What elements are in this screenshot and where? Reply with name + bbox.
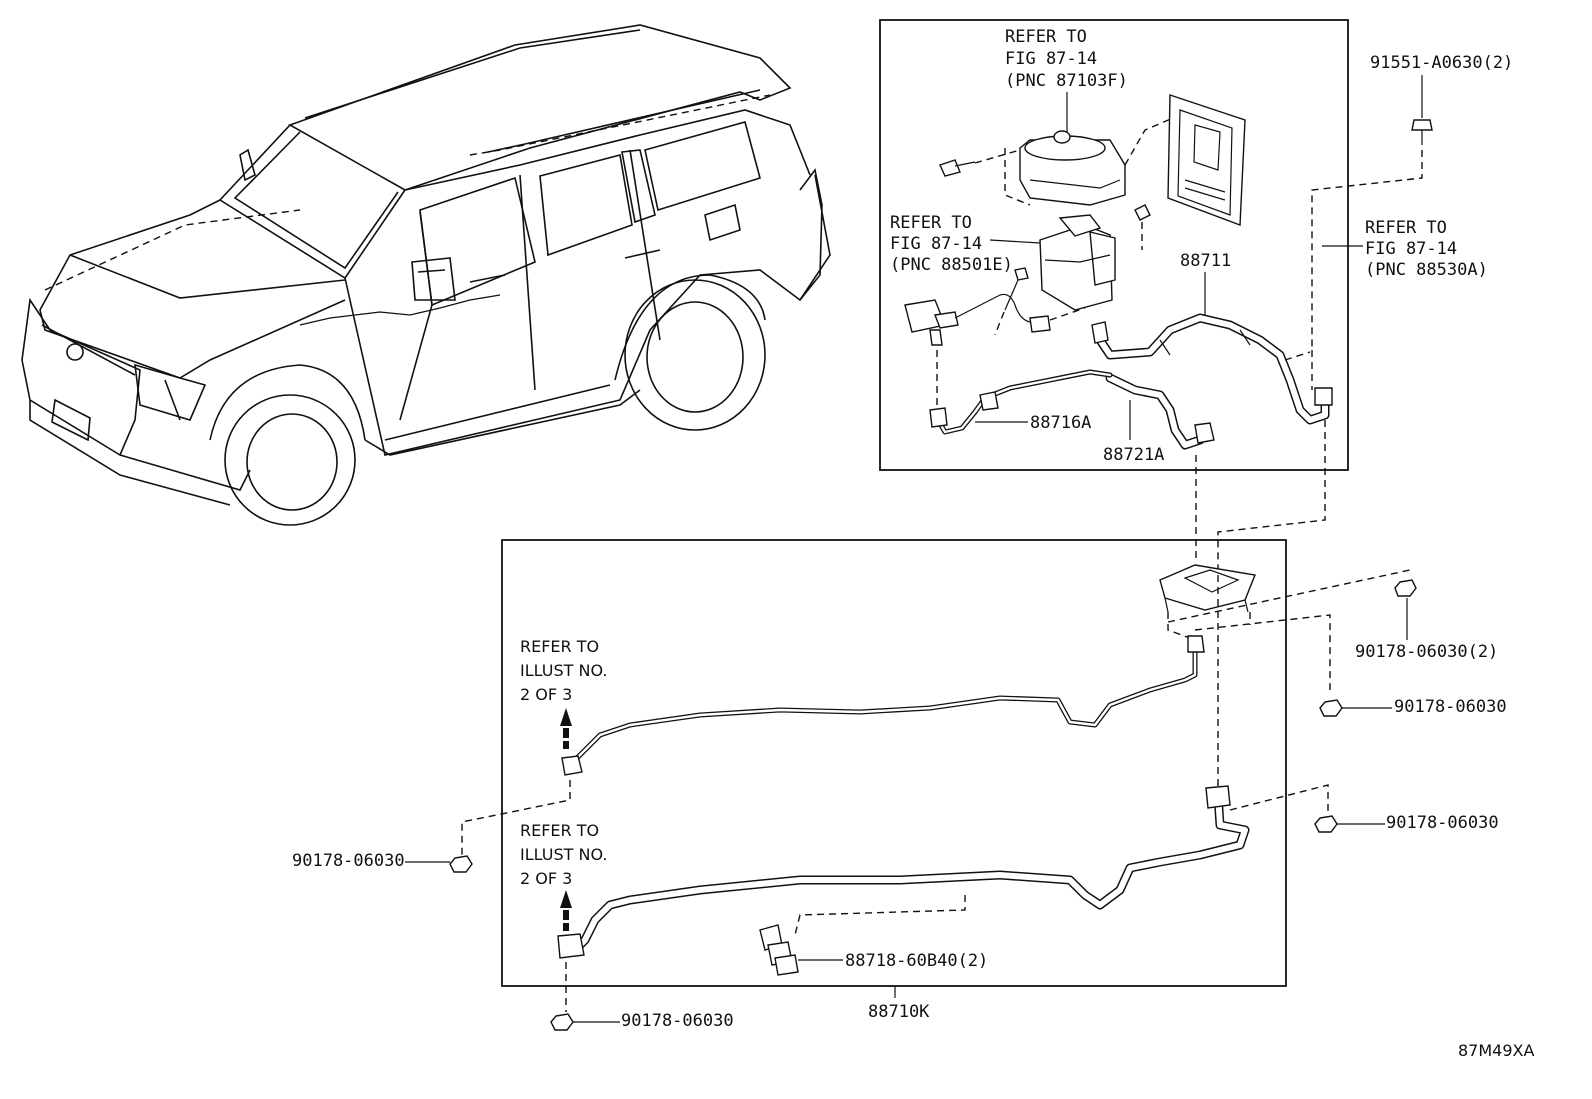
vehicle-illustration [21, 24, 831, 526]
control-module [1167, 94, 1246, 226]
sensor-harness [904, 293, 1086, 410]
refer-lower-line3: 2 OF 3 [520, 869, 572, 888]
hose-88721A [1105, 373, 1215, 450]
arrow-up-upper [560, 708, 572, 749]
bracket [1159, 564, 1256, 641]
upper-parts-box [879, 19, 1349, 471]
nut-right-1-label: 90178-06030(2) [1355, 642, 1498, 662]
refer-lower-line1: REFER TO [520, 821, 599, 840]
nut-right-2 [1319, 699, 1392, 717]
refer-right-line2: FIG 87-14 [1365, 239, 1457, 259]
refer-upper-line1: REFER TO [520, 637, 599, 656]
nut-right-3-label: 90178-06030 [1386, 813, 1499, 833]
nut-left [405, 855, 473, 873]
lower-pipe [557, 785, 1250, 959]
assembly-label: 88710K [868, 1002, 930, 1022]
nut-bottom-label: 90178-06030 [621, 1011, 734, 1031]
compressor-unit [939, 114, 1181, 206]
refer-left-line2: FIG 87-14 [890, 234, 982, 254]
refer-top-line3: (PNC 87103F) [1005, 71, 1128, 91]
part-88711-label: 88711 [1180, 251, 1231, 271]
refer-upper-line2: ILLUST NO. [520, 661, 607, 680]
clamp [759, 924, 799, 976]
bolt-top-right [1411, 119, 1433, 145]
refer-left-line1: REFER TO [890, 213, 972, 233]
refer-right-line1: REFER TO [1365, 218, 1447, 238]
part-88716A-label: 88716A [1030, 413, 1091, 433]
nut-right-1 [1394, 579, 1417, 640]
nut-right-3 [1314, 815, 1385, 833]
refer-lower-line2: ILLUST NO. [520, 845, 607, 864]
refer-right-line3: (PNC 88530A) [1365, 260, 1488, 280]
nut-right-2-label: 90178-06030 [1394, 697, 1507, 717]
upper-pipe [561, 635, 1205, 776]
nut-left-label: 90178-06030 [292, 851, 405, 871]
valve-unit [1039, 204, 1151, 311]
clamp-label: 88718-60B40(2) [845, 951, 988, 971]
hose-88711 [1091, 313, 1333, 425]
tube-88716A [929, 369, 1113, 435]
diagram-code: 87M49XA [1458, 1041, 1534, 1060]
refer-upper-line3: 2 OF 3 [520, 685, 572, 704]
refer-top-line2: FIG 87-14 [1005, 49, 1097, 69]
part-88721A-label: 88721A [1103, 445, 1164, 465]
lower-parts-box [501, 539, 1287, 987]
bolt-top-right-label: 91551-A0630(2) [1370, 53, 1513, 73]
nut-bottom [550, 1013, 620, 1031]
refer-left-line3: (PNC 88501E) [890, 255, 1013, 275]
refer-top-line1: REFER TO [1005, 27, 1087, 47]
arrow-up-lower [560, 890, 572, 931]
bolt-upper [1014, 267, 1029, 281]
